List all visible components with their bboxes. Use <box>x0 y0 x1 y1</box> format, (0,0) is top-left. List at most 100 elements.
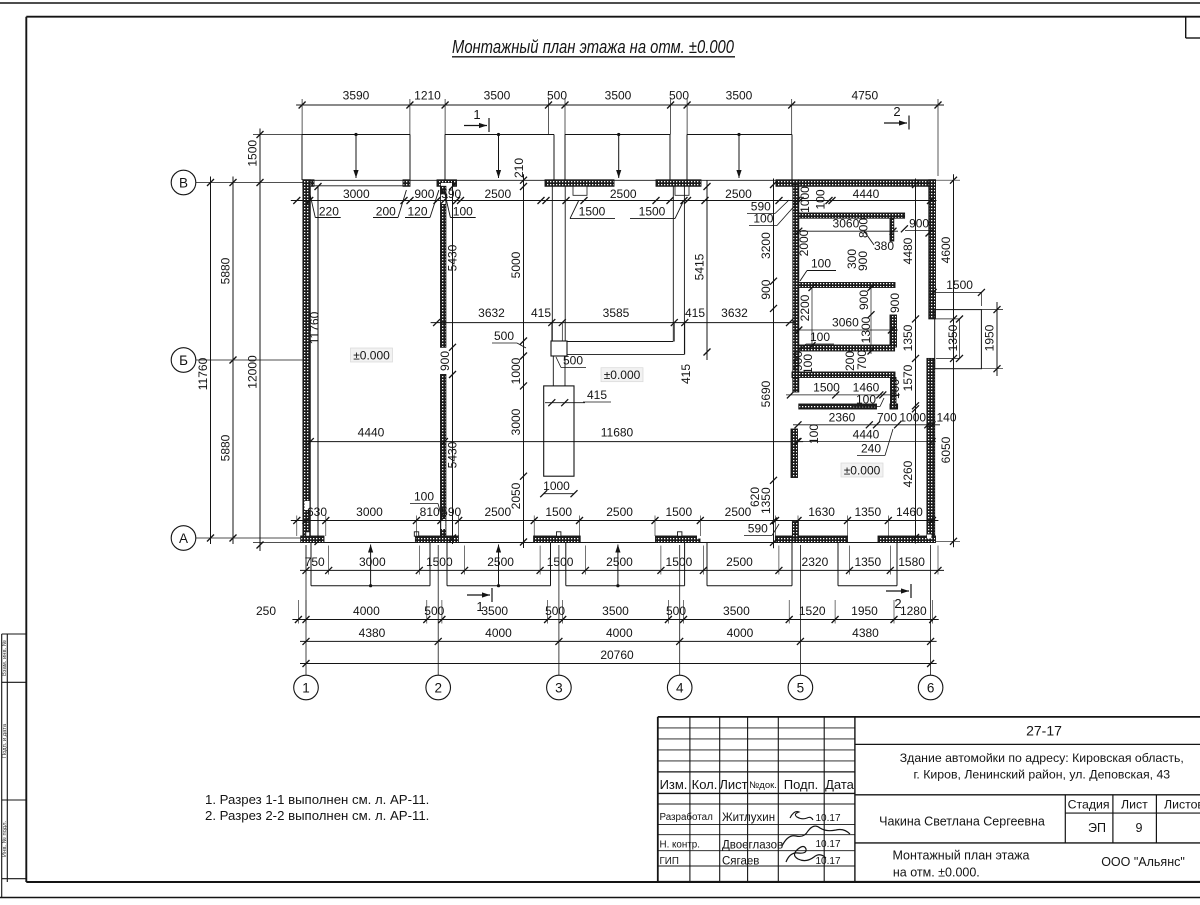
svg-text:1580: 1580 <box>898 555 925 569</box>
svg-text:11760: 11760 <box>307 311 321 344</box>
svg-text:500: 500 <box>666 604 686 618</box>
svg-text:1280: 1280 <box>900 604 927 618</box>
svg-text:2500: 2500 <box>610 187 637 201</box>
svg-text:Б: Б <box>179 353 188 368</box>
svg-text:4380: 4380 <box>852 626 879 640</box>
svg-text:Инв. № подл.: Инв. № подл. <box>2 821 8 857</box>
svg-text:5690: 5690 <box>759 380 773 407</box>
svg-text:3585: 3585 <box>603 306 630 320</box>
svg-text:800: 800 <box>857 218 871 238</box>
svg-text:3200: 3200 <box>759 232 773 259</box>
svg-text:4260: 4260 <box>901 460 915 487</box>
svg-text:900: 900 <box>759 279 773 299</box>
svg-text:±0.000: ±0.000 <box>604 368 641 382</box>
svg-text:1500: 1500 <box>666 555 693 569</box>
svg-text:3632: 3632 <box>478 306 505 320</box>
svg-text:4000: 4000 <box>485 626 512 640</box>
svg-text:4750: 4750 <box>851 89 878 103</box>
svg-text:ООО "Альянс": ООО "Альянс" <box>1101 855 1185 869</box>
svg-text:900: 900 <box>438 351 452 371</box>
svg-text:2. Разрез 2-2 выполнен см. л.: 2. Разрез 2-2 выполнен см. л. АР-11. <box>205 808 429 823</box>
svg-text:4480: 4480 <box>901 237 915 264</box>
svg-text:№док.: №док. <box>749 780 777 791</box>
svg-text:г. Киров, Ленинский район, ул.: г. Киров, Ленинский район, ул. Деповская… <box>913 768 1170 782</box>
svg-text:Монтажный план этажа на отм. ±: Монтажный план этажа на отм. ±0.000 <box>452 37 734 57</box>
svg-text:В: В <box>179 175 188 190</box>
svg-text:3: 3 <box>555 680 563 695</box>
svg-text:100: 100 <box>753 212 773 226</box>
svg-text:Листов: Листов <box>1164 798 1200 812</box>
svg-text:1500: 1500 <box>639 205 666 219</box>
svg-text:Чакина Светлана Сергеевна: Чакина Светлана Сергеевна <box>879 815 1045 829</box>
svg-text:2: 2 <box>894 596 901 611</box>
svg-text:4440: 4440 <box>358 426 385 440</box>
svg-text:590: 590 <box>748 522 768 536</box>
svg-text:200: 200 <box>376 205 396 219</box>
svg-text:2500: 2500 <box>725 187 752 201</box>
svg-text:2050: 2050 <box>509 482 523 509</box>
svg-text:1350: 1350 <box>901 324 915 351</box>
svg-text:1: 1 <box>476 599 483 614</box>
svg-text:на отм. ±0.000.: на отм. ±0.000. <box>893 866 980 880</box>
svg-text:20760: 20760 <box>600 648 634 662</box>
svg-text:5415: 5415 <box>693 253 707 280</box>
svg-text:Лист: Лист <box>1121 798 1148 812</box>
svg-text:590: 590 <box>441 187 461 201</box>
svg-text:700: 700 <box>855 350 869 370</box>
svg-text:1500: 1500 <box>547 555 574 569</box>
svg-text:11680: 11680 <box>601 426 634 440</box>
svg-text:1500: 1500 <box>545 505 572 519</box>
svg-text:3060: 3060 <box>832 316 859 330</box>
svg-text:6050: 6050 <box>939 436 953 463</box>
svg-text:2500: 2500 <box>606 555 633 569</box>
svg-text:2500: 2500 <box>725 505 752 519</box>
svg-text:810: 810 <box>420 505 440 519</box>
svg-text:100: 100 <box>414 490 434 504</box>
svg-text:3000: 3000 <box>509 408 523 435</box>
svg-text:900: 900 <box>791 351 805 371</box>
svg-text:3500: 3500 <box>726 89 753 103</box>
svg-text:100: 100 <box>807 424 821 444</box>
svg-text:3000: 3000 <box>356 505 383 519</box>
svg-text:210: 210 <box>512 158 526 178</box>
svg-text:Кол.: Кол. <box>692 777 718 792</box>
svg-text:2200: 2200 <box>798 294 812 321</box>
svg-text:Сягаев: Сягаев <box>722 856 759 868</box>
svg-text:415: 415 <box>587 388 607 402</box>
svg-text:500: 500 <box>563 354 583 368</box>
svg-text:1460: 1460 <box>896 505 923 519</box>
svg-text:Подп.: Подп. <box>784 777 819 792</box>
svg-text:5430: 5430 <box>446 441 460 468</box>
svg-text:590: 590 <box>751 200 771 214</box>
svg-text:2: 2 <box>893 104 900 119</box>
svg-text:4000: 4000 <box>606 626 633 640</box>
svg-text:9: 9 <box>1136 821 1143 835</box>
svg-text:1950: 1950 <box>851 604 878 618</box>
svg-text:6: 6 <box>927 680 935 695</box>
svg-text:140: 140 <box>936 411 956 425</box>
svg-text:3000: 3000 <box>343 187 370 201</box>
svg-text:1000: 1000 <box>543 479 570 493</box>
svg-text:1000: 1000 <box>899 411 926 425</box>
svg-text:500: 500 <box>545 604 565 618</box>
svg-text:4440: 4440 <box>853 187 880 201</box>
svg-text:ЭП: ЭП <box>1088 821 1106 835</box>
svg-text:2360: 2360 <box>829 411 856 425</box>
svg-text:1500: 1500 <box>813 381 840 395</box>
svg-text:2500: 2500 <box>484 187 511 201</box>
svg-text:Лист: Лист <box>719 777 747 792</box>
svg-text:2000: 2000 <box>797 229 811 256</box>
svg-text:1570: 1570 <box>901 364 915 391</box>
svg-text:100: 100 <box>810 330 830 344</box>
svg-text:1: 1 <box>302 680 310 695</box>
svg-text:900: 900 <box>857 290 871 310</box>
svg-text:1350: 1350 <box>759 487 773 514</box>
svg-text:415: 415 <box>685 306 705 320</box>
svg-text:10.17: 10.17 <box>815 813 840 824</box>
svg-text:1500: 1500 <box>665 505 692 519</box>
svg-text:1000: 1000 <box>798 186 812 213</box>
svg-text:250: 250 <box>256 604 276 618</box>
svg-text:1. Разрез 1-1 выполнен см. л.: 1. Разрез 1-1 выполнен см. л. АР-11. <box>205 792 429 807</box>
svg-text:Разработал: Разработал <box>660 812 714 823</box>
svg-text:500: 500 <box>494 329 514 343</box>
